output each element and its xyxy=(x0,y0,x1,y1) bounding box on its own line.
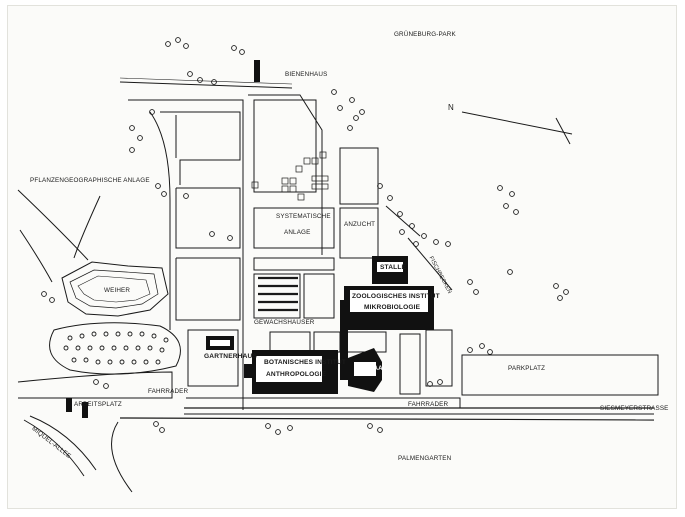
label-stalle: STALLE xyxy=(380,264,407,271)
palmengarten-curve xyxy=(111,421,133,493)
paper-sheet xyxy=(8,6,676,508)
label-horsaal: HÖRSAAL xyxy=(355,365,387,372)
label-palmengarten: PALMENGARTEN xyxy=(398,455,452,462)
systematic-grid xyxy=(251,151,329,201)
label-botanisches-institut: BOTANISCHES INSTITUT xyxy=(264,359,347,366)
gewachshauser-block xyxy=(253,273,301,319)
planting-area xyxy=(49,322,181,375)
label-siesmeyerstrasse: SIESMEYERSTRASSE xyxy=(600,405,669,412)
label-zoologisches-institut: ZOOLOGISCHES INSTITUT xyxy=(352,293,440,300)
path-west-grid xyxy=(128,99,244,410)
anzucht-block xyxy=(339,207,379,259)
label-systematische: SYSTEMATISCHE xyxy=(276,213,331,220)
label-fahrrader-left: FAHRRADER xyxy=(148,388,189,395)
label-arbeitsplatz: ARBEITSPLATZ xyxy=(74,401,122,408)
label-weiher: WEIHER xyxy=(104,287,131,294)
label-anlage: ANLAGE xyxy=(284,229,311,236)
label-gewachshauser: GEWACHSHAUSER xyxy=(254,319,315,326)
bienenhaus-building xyxy=(254,60,260,82)
grid-block-mid xyxy=(175,187,241,249)
label-parkplatz: PARKPLATZ xyxy=(508,365,546,372)
label-pflanzengeographische-anlage: PFLANZENGEOGRAPHISCHE ANLAGE xyxy=(30,177,150,184)
label-fahrrader-right: FAHRRADER xyxy=(408,401,449,408)
tree-symbols xyxy=(41,37,569,435)
parkplatz-area xyxy=(461,354,659,396)
siesmeyerstrasse-road xyxy=(119,417,655,421)
miquel-allee-road xyxy=(23,419,85,477)
path-east-grid xyxy=(248,94,323,255)
systematische-anlage-block xyxy=(253,207,335,249)
label-bienenhaus: BIENENHAUS xyxy=(285,71,328,78)
label-anzucht: ANZUCHT xyxy=(344,221,376,228)
grid-block-low xyxy=(175,257,241,321)
label-gartnerhaus: GARTNERHAUS xyxy=(204,353,257,360)
weiher-pond xyxy=(61,261,169,317)
label-mikrobiologie: MIKROBIOLOGIE xyxy=(364,304,421,311)
north-arrow-label: N xyxy=(448,103,454,112)
label-anthropologie: ANTHROPOLOGIE xyxy=(266,371,327,378)
north-arrow-line xyxy=(461,111,573,135)
top-road xyxy=(119,81,293,89)
label-grueneburg-park: GRÜNEBURG-PARK xyxy=(394,31,456,38)
